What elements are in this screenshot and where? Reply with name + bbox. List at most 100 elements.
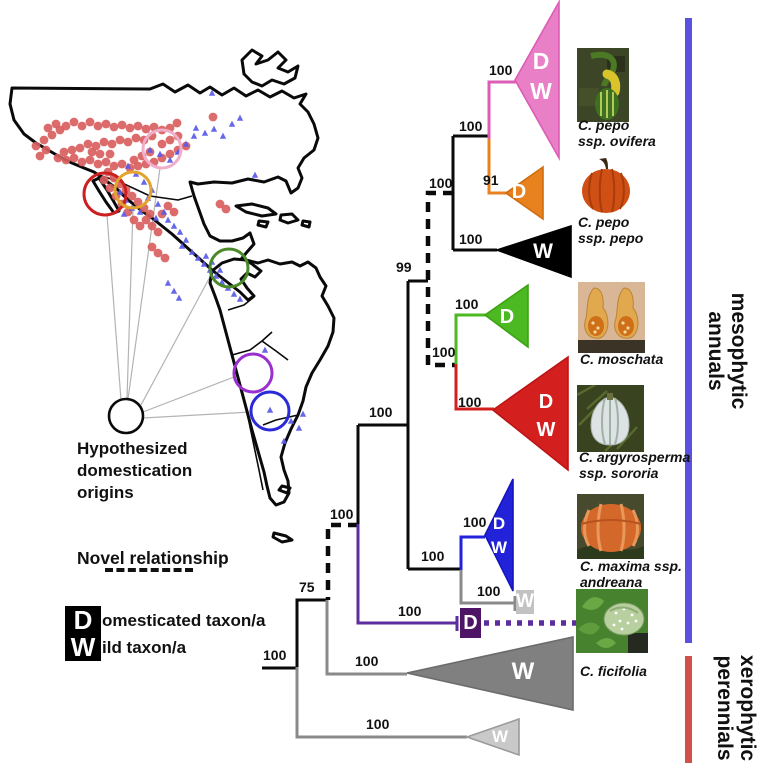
domesticated-wild-legend-box: D W: [65, 606, 101, 661]
wild-point: [141, 215, 151, 225]
support-value: 100: [489, 62, 513, 78]
support-value: 100: [432, 344, 456, 360]
wild-point: [31, 141, 41, 151]
wild-point: [129, 215, 139, 225]
wild-point: [133, 197, 143, 207]
domesticated-point: [164, 279, 172, 286]
support-value: 100: [421, 548, 445, 564]
domesticated-point: [299, 410, 307, 417]
wild-point: [160, 253, 170, 263]
support-value: 100: [459, 118, 483, 134]
wild-point: [129, 155, 139, 165]
domesticated-point: [261, 346, 269, 353]
wild-point: [35, 151, 45, 161]
domesticated-point: [236, 114, 244, 121]
wild-point: [172, 118, 182, 128]
wild-point: [215, 199, 225, 209]
wild-point: [101, 119, 111, 129]
domesticated-point: [218, 278, 226, 285]
support-value: 91: [483, 172, 499, 188]
origin-circle-blue: [249, 390, 291, 432]
domesticated-point: [124, 162, 132, 169]
taxon-label-maxima: C. maxima ssp. andreana: [580, 558, 682, 590]
domesticated-point: [170, 222, 178, 229]
wild-point: [131, 133, 141, 143]
domesticated-point: [202, 252, 210, 259]
support-value: 99: [396, 259, 412, 275]
origin-circle-red: [82, 171, 128, 217]
domesticated-point: [176, 228, 184, 235]
clade-letters-moschata: D: [499, 306, 515, 328]
wild-point: [69, 153, 79, 163]
origin-circle-orange: [113, 170, 153, 210]
domesticated-point: [166, 156, 174, 163]
wild-point: [85, 117, 95, 127]
clade-pepo-pepo: [504, 165, 544, 221]
wild-point: [153, 248, 163, 258]
domesticated-point: [164, 216, 172, 223]
clade-xerophytic-light: [464, 717, 520, 757]
clade-letters-argyrosperma: D W: [536, 391, 556, 441]
domesticated-point: [120, 210, 128, 217]
photo-maxima: [577, 494, 644, 559]
xerophytic-perennials-label: xerophytic perennials: [713, 654, 759, 762]
clade-letters-pepo-wild: W: [533, 240, 553, 263]
support-value: 100: [369, 404, 393, 420]
support-value: 100: [458, 394, 482, 410]
wild-point: [85, 155, 95, 165]
domesticated-point: [192, 124, 200, 131]
taxon-label-pepo-ovifera: C. pepo ssp. ovifera: [578, 117, 656, 149]
domesticated-point: [266, 406, 274, 413]
wild-point: [93, 121, 103, 131]
support-value: 100: [366, 716, 390, 732]
wild-point: [59, 147, 69, 157]
domesticated-point: [116, 188, 124, 195]
clade-xerophytic-dark: [406, 636, 574, 711]
wild-point: [147, 242, 157, 252]
domesticated-point: [146, 146, 154, 153]
mesophytic-annuals-label: mesophytic annuals: [704, 292, 750, 410]
photo-pepo-ovifera: [577, 48, 629, 122]
wild-point: [39, 135, 49, 145]
domesticated-point: [175, 294, 183, 301]
wild-point: [109, 122, 119, 132]
clade-letters-pepo-ovifera: D W: [530, 48, 552, 104]
mesophytic-annuals-bar: [685, 18, 692, 643]
wild-point: [93, 159, 103, 169]
novel-relationship-label: Novel relationship: [77, 548, 229, 568]
novel-relationship-branches: [325, 190, 456, 600]
wild-point: [43, 123, 53, 133]
domesticated-point: [251, 171, 259, 178]
wild-point: [107, 139, 117, 149]
domesticated-point: [170, 287, 178, 294]
landmass-outlines: [8, 48, 336, 544]
domesticated-point: [160, 208, 168, 215]
tree-branches-black: [262, 134, 497, 670]
wild-point: [165, 149, 175, 159]
photo-pepo-pepo: [578, 157, 634, 215]
legend-d-letter: D: [73, 604, 93, 635]
domesticated-point: [182, 236, 190, 243]
wild-point: [169, 207, 179, 217]
wild-point: [99, 175, 109, 185]
wild-point: [221, 204, 231, 214]
wild-point: [157, 139, 167, 149]
photo-moschata: [578, 282, 645, 353]
domesticated-point: [295, 424, 303, 431]
wild-point: [105, 149, 115, 159]
support-value: 75: [299, 579, 315, 595]
clade-letters-xerophytic-light: W: [491, 727, 509, 746]
domesticated-point: [219, 132, 227, 139]
domesticated-point: [182, 140, 190, 147]
origin-connector-lines: [106, 167, 252, 419]
domesticated-point: [154, 200, 162, 207]
photo-ficifolia: [576, 589, 648, 653]
legend-w-letter: W: [70, 631, 96, 662]
clade-letters-maxima: D W: [490, 514, 508, 557]
domesticated-point: [140, 178, 148, 185]
support-value: 100: [455, 296, 479, 312]
clade-pepo-ovifera: [514, 0, 560, 162]
origin-circles: [82, 128, 291, 432]
domesticated-point: [188, 248, 196, 255]
